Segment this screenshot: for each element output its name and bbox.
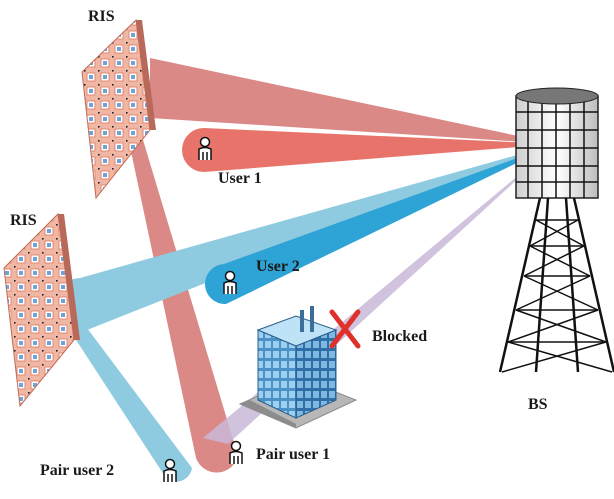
pair-user2-icon [163,458,177,482]
ris-panel-top-icon [81,18,156,200]
ris-panel-left-icon [3,212,80,408]
user2-icon [223,270,237,294]
building-icon [238,306,358,429]
beam-bs-to-ris-top [150,58,556,144]
pair-user2-label: Pair user 2 [40,462,115,479]
bs-label: BS [528,396,548,413]
blocked-label: Blocked [372,328,428,345]
pair-user1-label: Pair user 1 [256,446,331,463]
ris-left-label: RIS [10,212,37,229]
user2-label: User 2 [256,258,300,275]
blocked-x-icon [329,309,361,349]
user1-icon [198,136,212,160]
base-station-tower-icon [498,87,614,373]
beam-bs-to-user1 [182,128,556,172]
ris-top-label: RIS [88,8,115,25]
pair-user1-icon [229,440,243,464]
beam-bs-to-user2 [204,144,556,305]
user1-label: User 1 [218,170,262,187]
beam-ris-left-to-pair-user2 [50,300,192,482]
